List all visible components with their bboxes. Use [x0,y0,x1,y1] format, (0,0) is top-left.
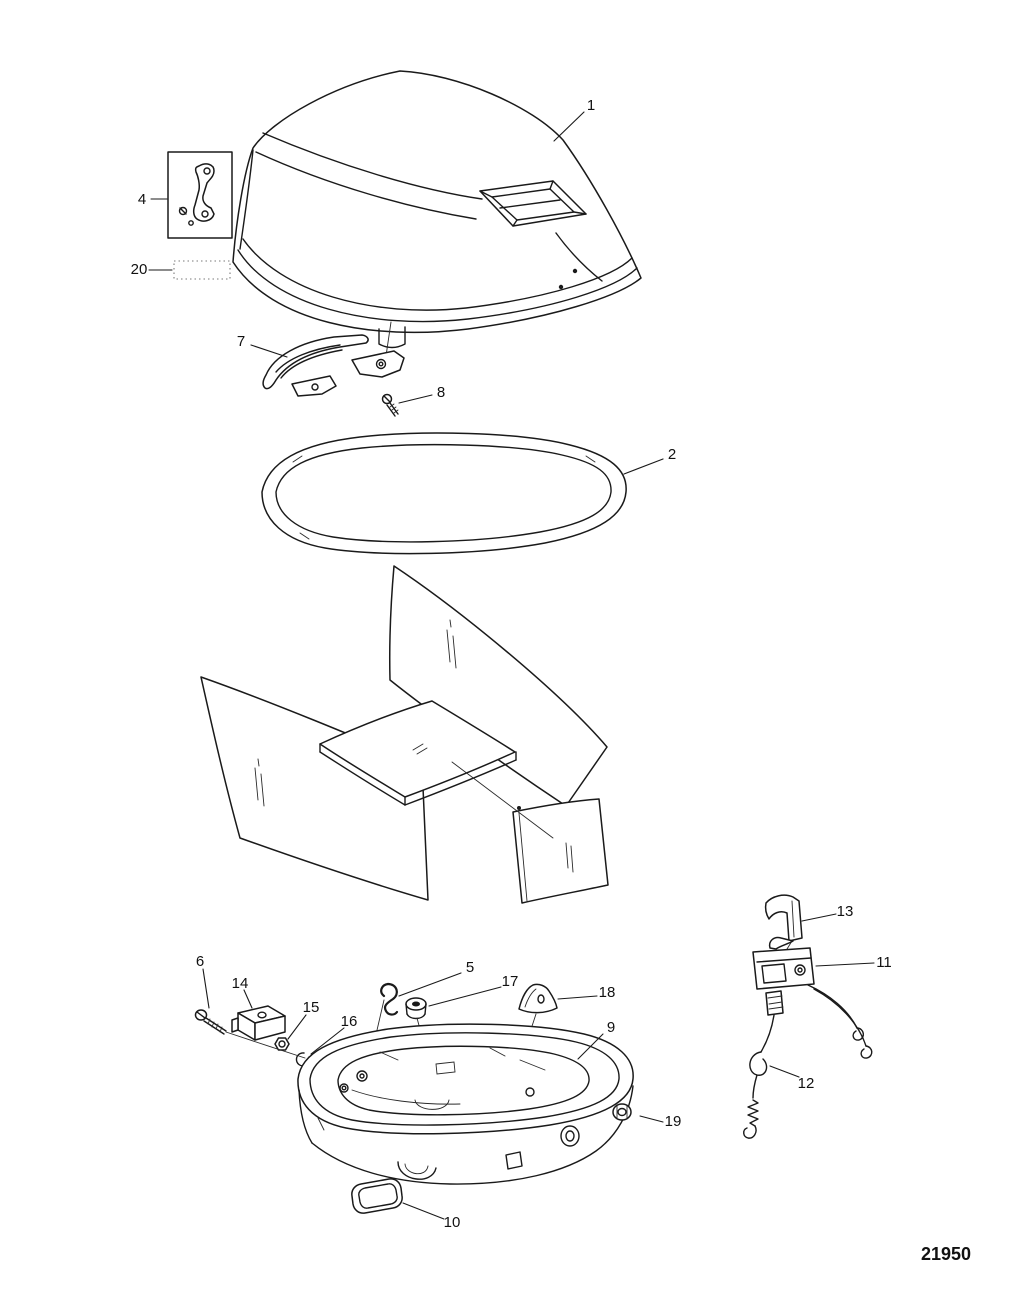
leader-lines [148,111,875,1220]
latch-body-drawing-11 [752,936,815,990]
callout-labels: 1 2 4 5 6 7 8 9 10 11 12 13 14 15 16 17 … [131,97,892,1231]
screw-drawing-6 [194,1009,227,1035]
latch-bracket-drawing-13 [764,894,803,950]
callout-8: 8 [437,384,445,401]
decal-drawing [173,260,231,280]
callout-2: 2 [668,446,676,463]
callout-17: 17 [502,973,519,990]
callout-5: 5 [466,959,474,976]
callout-6: 6 [196,953,204,970]
plug-drawing-19 [612,1103,632,1121]
callout-18: 18 [599,984,616,1001]
bottom-cowl-drawing [297,1023,634,1185]
callout-16: 16 [341,1013,358,1030]
callout-13: 13 [837,903,854,920]
gasket-drawing-10 [351,1178,403,1214]
cowl-seal-drawing [261,432,627,555]
drawing-number: 21950 [921,1244,971,1264]
latch-handle-drawing [262,334,405,397]
callout-19: 19 [665,1113,682,1130]
foam-panels-drawing [200,565,609,904]
callout-1: 1 [587,97,595,114]
callout-11: 11 [876,954,892,971]
top-cowl-drawing [232,70,642,357]
bracket-drawing-14 [231,1005,286,1041]
nut-drawing-15 [274,1037,290,1051]
callout-10: 10 [444,1214,461,1231]
callout-20: 20 [131,261,148,278]
screw-drawing-8 [381,393,399,417]
callout-7: 7 [237,333,245,350]
callout-4: 4 [138,191,146,208]
callout-15: 15 [303,999,320,1016]
callout-14: 14 [232,975,249,992]
latch-cable-drawing-12 [743,984,873,1139]
callout-9: 9 [607,1019,615,1036]
bracket-kit-box-drawing [167,151,233,239]
callout-12: 12 [798,1075,815,1092]
